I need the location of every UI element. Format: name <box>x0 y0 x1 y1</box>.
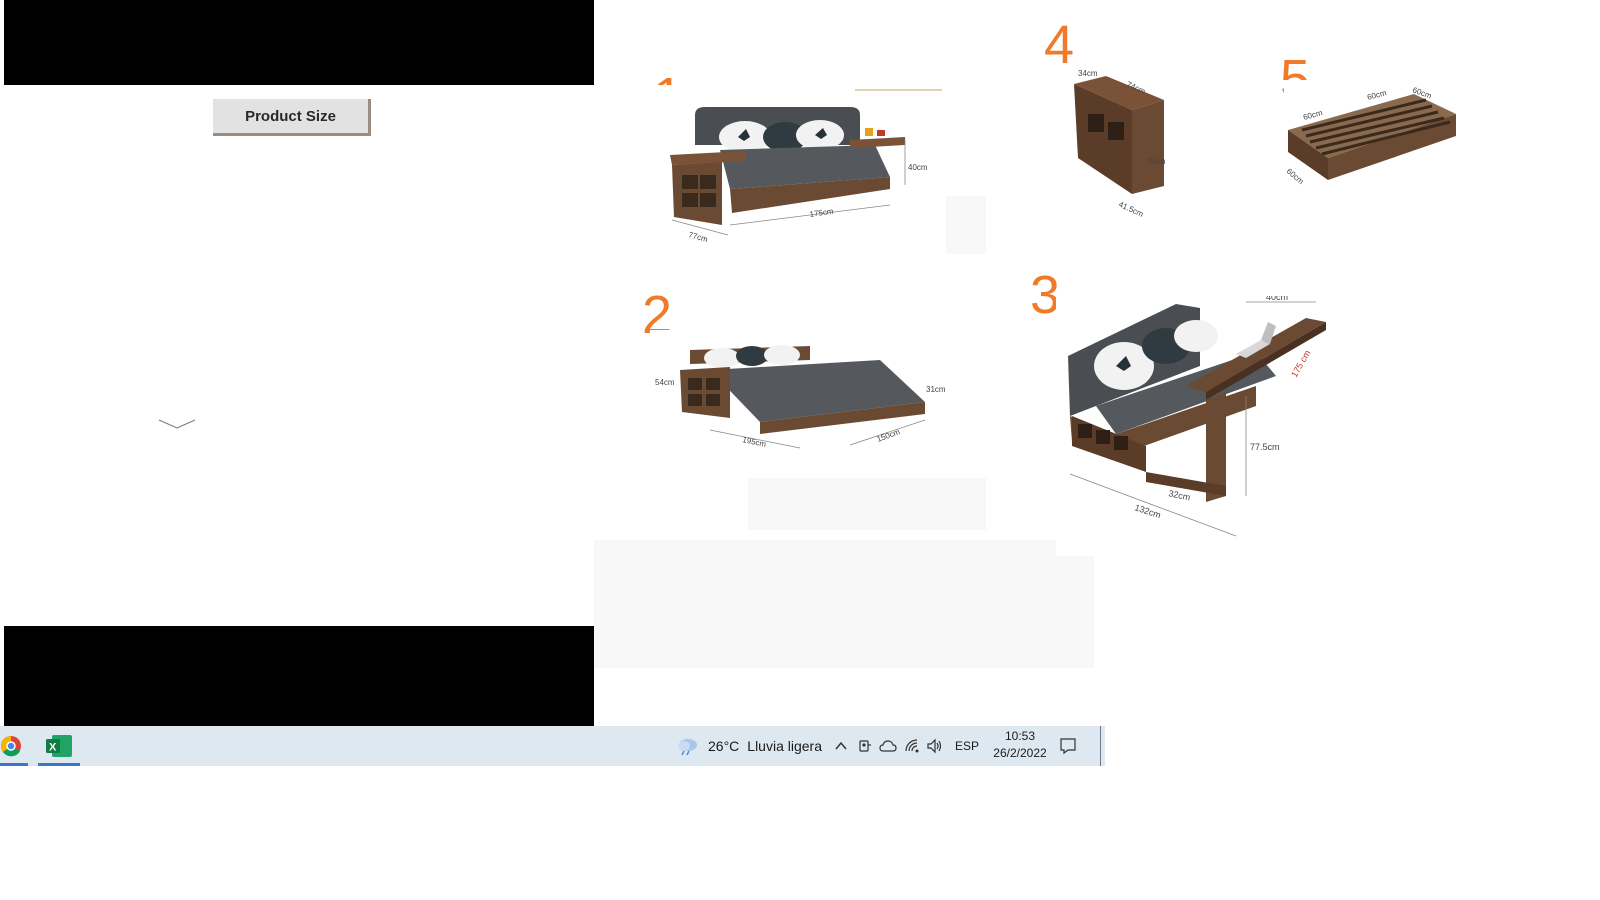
dim-label: 29cm <box>1146 157 1166 166</box>
clock-date: 26/2/2022 <box>993 746 1047 760</box>
weather-widget[interactable]: 26°C Lluvia ligera <box>676 726 822 766</box>
clock[interactable]: 10:53 26/2/2022 <box>990 729 1050 760</box>
dim-label: 32cm <box>1168 488 1192 502</box>
product-size-label: Product Size <box>213 99 371 136</box>
show-desktop-divider[interactable] <box>1100 726 1101 766</box>
dim-label: 31cm <box>926 385 946 394</box>
language-indicator[interactable]: ESP <box>955 739 980 753</box>
notification-icon[interactable] <box>1059 737 1077 755</box>
excel-icon: X <box>38 735 80 766</box>
dim-label: 175cm <box>809 207 834 219</box>
dim-label: 77cm <box>687 230 709 244</box>
dim-label: 132cm <box>1133 502 1162 520</box>
weather-desc: Lluvia ligera <box>747 738 822 754</box>
svg-text:X: X <box>49 742 57 754</box>
slat-base-image: 60cm 60cm 60cm 60cm <box>1284 80 1464 192</box>
letterbox-bottom <box>4 626 594 726</box>
dim-label: 34cm <box>1078 69 1098 78</box>
weather-temp: 26°C <box>708 738 740 754</box>
video-panel: Product Size <box>4 0 594 726</box>
letterbox-top <box>4 0 594 85</box>
chevron-up-icon[interactable] <box>834 739 848 753</box>
dim-label: 60cm <box>1285 167 1306 187</box>
dim-label: 54cm <box>655 378 675 387</box>
small-arrow-icon <box>158 419 196 429</box>
dim-label: 195cm <box>742 435 768 449</box>
sofa-bed-image: 54cm 31cm 195cm 150cm <box>650 330 946 456</box>
dim-label: 60cm <box>1302 108 1324 122</box>
clock-time: 10:53 <box>1004 729 1036 743</box>
image-number-4: 4 <box>1044 15 1075 75</box>
taskbar-excel[interactable]: X <box>38 726 80 766</box>
rain-cloud-icon <box>678 739 697 756</box>
dim-label: 41.5cm <box>1117 200 1145 219</box>
sofa-image: 40cm 175cm 77cm <box>650 85 946 255</box>
sofa-desk-image: 40cm 175 cm 77.5cm 32cm 132cm <box>1056 296 1356 556</box>
dim-label: 60cm <box>1366 88 1388 102</box>
cabinet-image: 34cm 74cm 29cm 41.5cm <box>1066 66 1192 226</box>
dim-label: 77.5cm <box>1250 442 1280 452</box>
volume-icon[interactable] <box>926 738 944 754</box>
meet-now-icon[interactable] <box>857 738 873 754</box>
dim-label: 40cm <box>908 163 928 172</box>
dim-label: 175 cm <box>1289 348 1312 379</box>
chrome-icon <box>0 736 28 766</box>
dim-label: 150cm <box>876 427 902 444</box>
ghost-panel <box>748 478 986 530</box>
taskbar: X 26°C Lluvia ligera ESP <box>0 726 1105 766</box>
ghost-panel <box>594 540 1094 668</box>
wifi-icon[interactable] <box>904 738 920 754</box>
taskbar-chrome[interactable] <box>0 726 30 766</box>
image-number-3: 3 <box>1030 265 1061 325</box>
dim-label: 40cm <box>1266 296 1288 302</box>
onedrive-icon[interactable] <box>879 739 897 753</box>
